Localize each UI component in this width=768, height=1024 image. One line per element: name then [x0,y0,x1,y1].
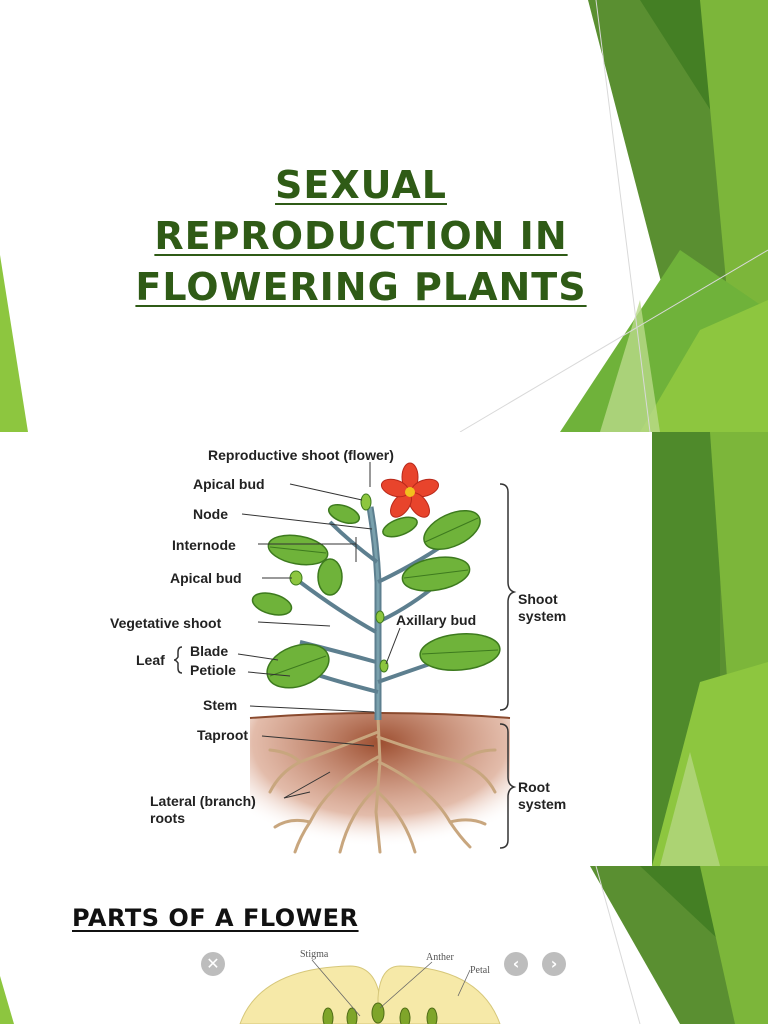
previous-button[interactable]: ‹ [504,952,528,976]
plant-illustration: Reproductive shoot (flower) Apical bud N… [110,447,566,862]
label-node: Node [193,506,228,522]
label-anther: Anther [426,952,454,963]
title-slide: SEXUAL REPRODUCTION IN FLOWERING PLANTS [0,0,768,432]
label-root-system-2: system [518,796,566,812]
label-axillary-bud: Axillary bud [396,612,476,628]
next-button[interactable]: › [542,952,566,976]
label-vegetative-shoot: Vegetative shoot [110,615,222,631]
title-line-1: SEXUAL [275,163,447,207]
close-icon[interactable]: ✕ [201,952,225,976]
green-decoration [0,0,768,432]
roots [268,716,497,854]
label-apical-bud-top: Apical bud [193,476,265,492]
label-stem: Stem [203,697,237,713]
label-blade: Blade [190,643,228,659]
label-shoot-system-2: system [518,608,566,624]
label-shoot-system-1: Shoot [518,591,558,607]
label-stigma: Stigma [300,949,329,960]
title-line-2: REPRODUCTION IN [154,214,568,258]
plant-diagram-slide: Reproductive shoot (flower) Apical bud N… [0,432,768,866]
green-decoration [0,866,768,1024]
section-heading: PARTS OF A FLOWER [72,904,359,932]
plant-diagram: Reproductive shoot (flower) Apical bud N… [0,432,652,866]
slide-title: SEXUAL REPRODUCTION IN FLOWERING PLANTS [96,160,626,313]
flower [380,462,440,518]
label-root-system-1: Root [518,779,550,795]
label-reproductive-shoot: Reproductive shoot (flower) [208,447,394,463]
label-petiole: Petiole [190,662,236,678]
label-petal: Petal [470,965,490,976]
label-lateral-roots-2: roots [150,810,185,826]
label-apical-bud-side: Apical bud [170,570,242,586]
soil [250,713,510,862]
label-lateral-roots-1: Lateral (branch) [150,793,256,809]
flower-diagram: Stigma Anther Petal [239,949,501,1024]
label-taproot: Taproot [197,727,248,743]
title-line-3: FLOWERING PLANTS [135,265,587,309]
label-leaf: Leaf [136,652,165,668]
label-internode: Internode [172,537,236,553]
flower-parts-slide: PARTS OF A FLOWER Stigma Anther Petal ✕ … [0,866,768,1024]
